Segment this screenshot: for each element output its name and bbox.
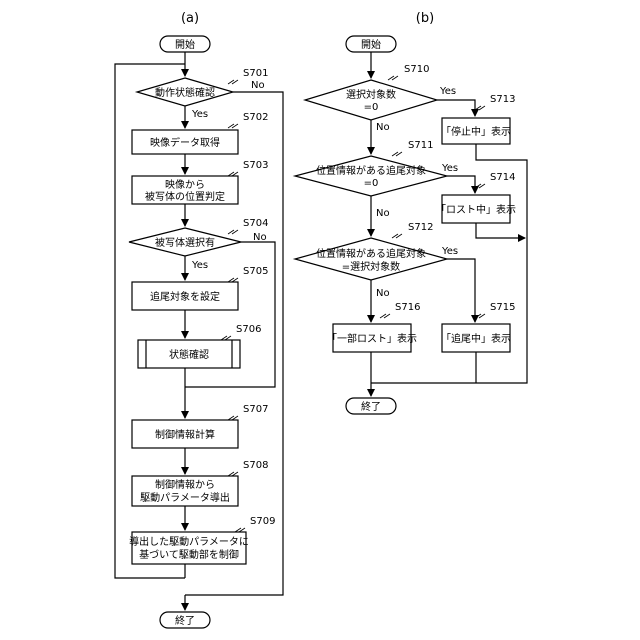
step-label-s708: S708 xyxy=(243,460,268,471)
process-s709-line2: 基づいて駆動部を制御 xyxy=(139,548,239,561)
process-s703-line1: 映像から xyxy=(165,179,205,191)
step-tick xyxy=(228,278,238,282)
step-tick xyxy=(228,124,238,128)
decision-s710-line2: =0 xyxy=(364,102,379,113)
step-tick xyxy=(475,106,485,110)
step-tick xyxy=(388,76,398,80)
step-tick xyxy=(380,314,390,318)
subprocess-s706-text: 状態確認 xyxy=(169,348,209,361)
step-label-s705: S705 xyxy=(243,266,268,277)
diagram-b: (b) 開始 選択対象数 =0 S710 Yes No 「停止中」表示 S713… xyxy=(295,11,527,414)
yes-label-s710: Yes xyxy=(439,86,456,97)
step-tick xyxy=(228,416,238,420)
process-s713-text: 「停止中」表示 xyxy=(441,125,511,138)
no-label-s712: No xyxy=(376,288,390,299)
decision-s701-text: 動作状態確認 xyxy=(155,86,215,99)
step-label-s706: S706 xyxy=(236,324,261,335)
no-label-s701: No xyxy=(251,80,265,91)
step-tick xyxy=(228,172,238,176)
step-tick xyxy=(392,152,402,156)
decision-s711-line1: 位置情報がある追尾対象 xyxy=(316,164,426,177)
step-label-s715: S715 xyxy=(490,302,515,313)
process-s705-text: 追尾対象を設定 xyxy=(150,290,220,303)
process-s703-line2: 被写体の位置判定 xyxy=(145,190,225,203)
yes-label-s701: Yes xyxy=(191,109,208,120)
step-label-s703: S703 xyxy=(243,160,268,171)
start-label-a: 開始 xyxy=(175,38,195,51)
decision-s710-line1: 選択対象数 xyxy=(346,88,396,101)
yes-line-s710 xyxy=(437,100,475,116)
decision-s712-line2: =選択対象数 xyxy=(342,260,400,273)
decision-s711-line2: =0 xyxy=(364,178,379,189)
process-s702-text: 映像データ取得 xyxy=(150,136,220,149)
step-tick xyxy=(475,314,485,318)
decision-s704-text: 被写体選択有 xyxy=(155,236,215,249)
decision-s712-line1: 位置情報がある追尾対象 xyxy=(316,247,426,260)
end-label-a: 終了 xyxy=(175,614,195,627)
process-s708-line2: 駆動パラメータ導出 xyxy=(140,491,230,504)
process-s708-line1: 制御情報から xyxy=(155,478,215,491)
yes-line-s711 xyxy=(447,176,475,193)
merge-line-s714 xyxy=(476,223,525,238)
process-s707-text: 制御情報計算 xyxy=(155,428,215,441)
step-label-s711: S711 xyxy=(408,140,433,151)
diagram-a: (a) 開始 動作状態確認 S701 Yes No 映像データ取得 S702 映… xyxy=(115,11,283,628)
step-label-s704: S704 xyxy=(243,218,268,229)
step-label-s709: S709 xyxy=(250,516,275,527)
panel-label-a: (a) xyxy=(181,11,199,26)
process-s716-text: 「一部ロスト」表示 xyxy=(327,332,417,345)
step-tick xyxy=(475,184,485,188)
step-label-s707: S707 xyxy=(243,404,268,415)
panel-label-b: (b) xyxy=(416,11,434,26)
step-label-s702: S702 xyxy=(243,112,268,123)
end-label-b: 終了 xyxy=(361,400,381,413)
step-label-s713: S713 xyxy=(490,94,515,105)
no-label-s704: No xyxy=(253,232,267,243)
step-label-s701: S701 xyxy=(243,68,268,79)
start-label-b: 開始 xyxy=(361,38,381,51)
step-label-s710: S710 xyxy=(404,64,429,75)
no-label-s711: No xyxy=(376,208,390,219)
yes-label-s704: Yes xyxy=(191,260,208,271)
step-tick xyxy=(392,234,402,238)
yes-label-s711: Yes xyxy=(441,163,458,174)
step-tick xyxy=(221,336,231,340)
process-s714-text: 「ロスト中」表示 xyxy=(436,203,516,216)
process-s715-text: 「追尾中」表示 xyxy=(441,332,511,345)
step-tick xyxy=(228,230,238,234)
no-label-s710: No xyxy=(376,122,390,133)
step-label-s712: S712 xyxy=(408,222,433,233)
process-s709-line1: 導出した駆動パラメータに xyxy=(129,535,249,548)
step-label-s716: S716 xyxy=(395,302,420,313)
step-label-s714: S714 xyxy=(490,172,515,183)
yes-line-s712 xyxy=(447,259,475,322)
yes-label-s712: Yes xyxy=(441,246,458,257)
step-tick xyxy=(228,472,238,476)
step-tick xyxy=(228,80,238,84)
